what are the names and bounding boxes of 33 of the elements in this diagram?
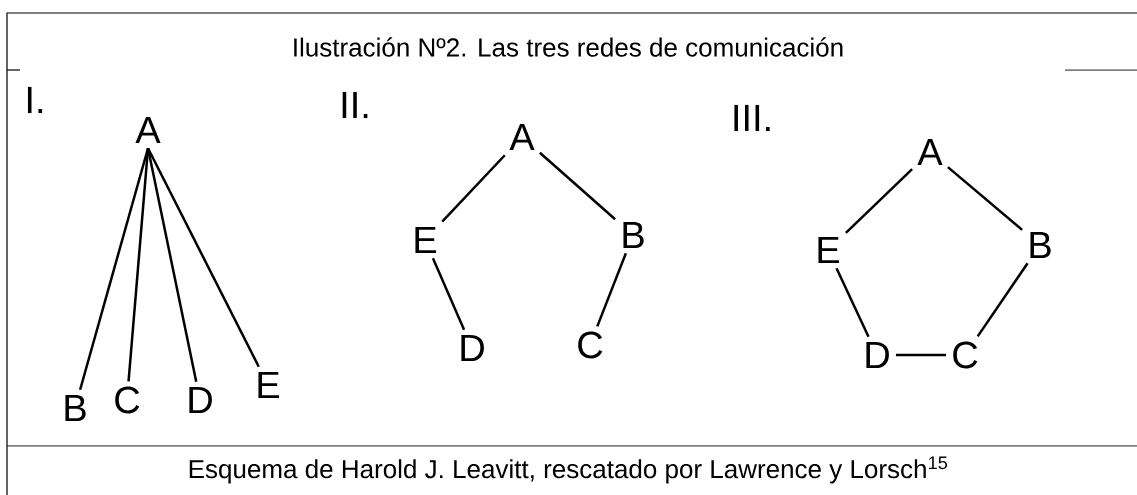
connector-line — [976, 262, 1029, 338]
connector-line — [539, 151, 616, 221]
connector-line — [127, 148, 150, 382]
connector-line — [596, 252, 628, 327]
node-letter: D — [461, 334, 484, 362]
network-numeral: I. — [27, 86, 43, 114]
node-letter: B — [1030, 231, 1051, 259]
connector-line — [146, 148, 198, 382]
node-letter: A — [135, 116, 161, 144]
node-letter: C — [953, 341, 978, 369]
connector-line — [895, 353, 947, 357]
connector-line — [146, 147, 260, 368]
network-numeral: II. — [342, 91, 368, 119]
connector-line — [78, 147, 150, 391]
node-letter: D — [866, 341, 889, 369]
node-letter: E — [818, 236, 840, 264]
node-letter: C — [578, 331, 603, 359]
node-letter: A — [917, 138, 943, 166]
node-letter: D — [189, 386, 212, 414]
network-numeral: III. — [734, 104, 770, 132]
connector-line — [947, 166, 1023, 231]
node-letter: C — [115, 386, 140, 414]
connector-line — [431, 257, 466, 331]
connector-line — [441, 154, 506, 223]
connector-line — [835, 267, 870, 338]
caption: Esquema de Harold J. Leavitt, rescatado por Lawrence y Lorsch$^{15}$ — [189, 456, 948, 484]
connector-line — [845, 168, 913, 234]
node-letter: B — [623, 221, 644, 249]
title: Ilustración Nº2. Las tres redes de comunicación — [294, 37, 843, 57]
node-letter: E — [258, 371, 280, 399]
node-letter: B — [65, 394, 86, 422]
node-letter: A — [509, 123, 535, 151]
node-letter: E — [415, 226, 437, 254]
